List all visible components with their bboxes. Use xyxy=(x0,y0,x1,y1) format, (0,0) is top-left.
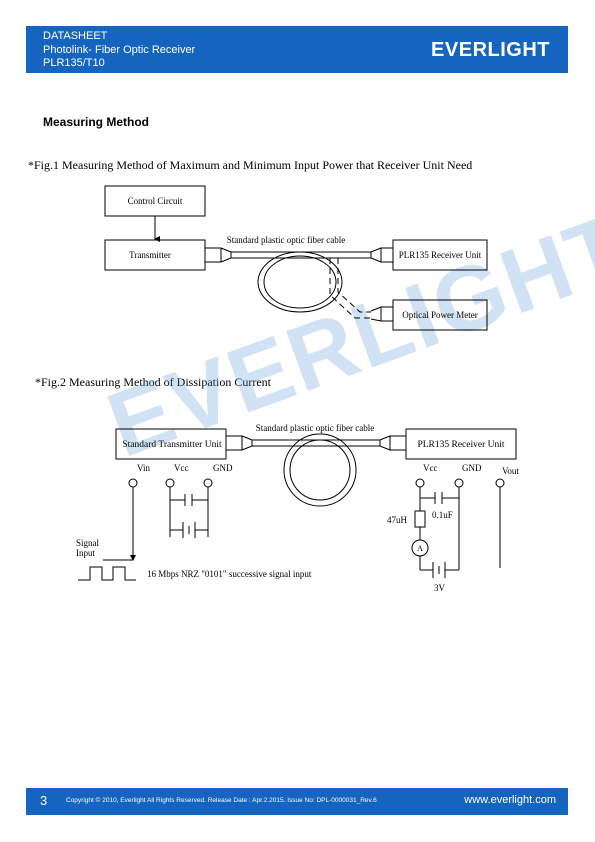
transmitter-label: Transmitter xyxy=(129,250,171,260)
signal-input-label-2: Input xyxy=(76,548,95,558)
header-part-number: PLR135/T10 xyxy=(43,57,105,69)
fig1-diagram xyxy=(104,185,488,331)
meter-connector-taper xyxy=(370,306,382,322)
nrz-square-wave xyxy=(78,566,136,581)
vin-label: Vin xyxy=(137,463,150,473)
rx-connector xyxy=(380,247,394,263)
fiber-coil-inner-fig1 xyxy=(263,255,337,309)
inductor-47uh xyxy=(414,510,426,528)
fig2-tx-taper xyxy=(241,435,253,451)
header-product-line: Photolink- Fiber Optic Receiver xyxy=(43,43,196,56)
section-title: Measuring Method xyxy=(43,115,150,129)
capacitor-label: 0.1uF xyxy=(432,510,453,520)
tx-vcc-label: Vcc xyxy=(174,463,189,473)
rx-vout-pin xyxy=(495,478,505,488)
tx-gnd-label: GND xyxy=(213,463,233,473)
rx-gnd-pin xyxy=(454,478,464,488)
fig2-caption: *Fig.2 Measuring Method of Dissipation C… xyxy=(35,375,271,389)
copyright-text: Copyright © 2010, Everlight All Rights R… xyxy=(66,797,377,804)
vout-label: Vout xyxy=(502,466,519,476)
ammeter-label: A xyxy=(417,544,423,553)
rx-vcc-pin xyxy=(415,478,425,488)
tx-vin-pin xyxy=(128,478,138,488)
fig2-rx-taper xyxy=(379,435,391,451)
signal-input-label-1: Signal xyxy=(76,538,100,548)
optical-power-meter-box xyxy=(392,299,488,331)
receiver-unit-box xyxy=(392,239,488,271)
std-transmitter-label: Standard Transmitter Unit xyxy=(122,440,222,450)
plr135-receiver-box xyxy=(405,428,517,460)
header-lines: DATASHEET Photolink- Fiber Optic Receive… xyxy=(43,30,195,71)
fig2-cable-label: Standard plastic optic fiber cable xyxy=(256,423,374,433)
inductor-label: 47uH xyxy=(387,515,408,525)
signal-description: 16 Mbps NRZ "0101" successive signal inp… xyxy=(147,569,312,579)
fiber-cable-fig2 xyxy=(251,439,381,447)
dashed-fiber-branch-2 xyxy=(337,258,371,313)
page-number: 3 xyxy=(40,793,48,808)
optical-power-meter-label: Optical Power Meter xyxy=(402,310,477,320)
header-bar: DATASHEET Photolink- Fiber Optic Receive… xyxy=(26,26,568,73)
rx-gnd-label: GND xyxy=(462,463,482,473)
rx-connector-taper xyxy=(370,247,382,263)
tx-connector xyxy=(204,247,222,263)
dashed-fiber-branch xyxy=(329,258,371,319)
fiber-coil-inner-fig2 xyxy=(289,439,351,501)
plr135-receiver-label: PLR135 Receiver Unit xyxy=(417,440,504,450)
header-datasheet: DATASHEET xyxy=(43,30,108,42)
meter-connector xyxy=(380,306,394,322)
fig1-cable-label: Standard plastic optic fiber cable xyxy=(227,235,345,245)
rx-vcc-label: Vcc xyxy=(423,463,438,473)
everlight-logo: EVERLIGHT xyxy=(431,39,550,61)
fig1-caption: *Fig.1 Measuring Method of Maximum and M… xyxy=(28,158,473,172)
battery-label: 3V xyxy=(434,583,446,593)
control-circuit-label: Control Circuit xyxy=(128,196,183,206)
fig2-diagram xyxy=(78,428,517,581)
fig2-rx-connector xyxy=(389,435,407,451)
fiber-cable-fig1 xyxy=(230,251,372,259)
website-link[interactable]: www.everlight.com xyxy=(464,794,556,806)
footer-bar: 3 Copyright © 2010, Everlight All Rights… xyxy=(26,788,568,815)
fig2-tx-connector xyxy=(225,435,243,451)
tx-gnd-pin xyxy=(203,478,213,488)
tx-vcc-pin xyxy=(165,478,175,488)
tx-connector-taper xyxy=(220,247,232,263)
fiber-coil-outer-fig2 xyxy=(283,433,357,507)
fiber-coil-outer-fig1 xyxy=(257,251,343,313)
receiver-unit-label: PLR135 Receiver Unit xyxy=(399,250,482,260)
